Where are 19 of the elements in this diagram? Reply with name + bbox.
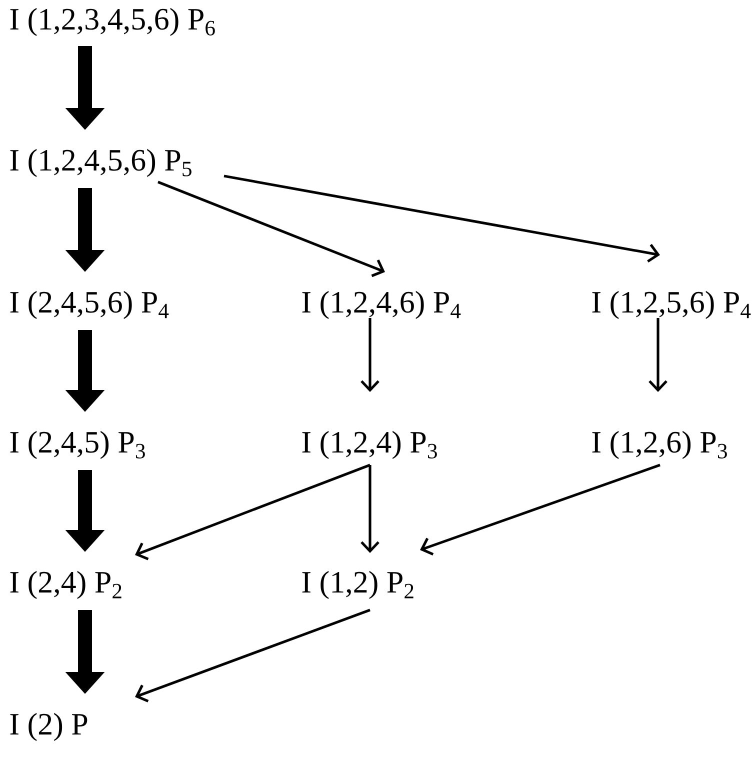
arrow	[360, 318, 380, 392]
node-label: I (2,4,5,6) P$_{4}$	[10, 290, 169, 320]
arrow	[420, 464, 660, 556]
arrow	[135, 608, 370, 702]
node-label: I (1,2,6) P$_{3}$	[592, 430, 727, 460]
arrow	[135, 464, 370, 560]
node-label: I (2) P	[10, 712, 88, 742]
node-label: I (2,4) P$_{2}$	[10, 570, 122, 600]
node-label: I (1,2,5,6) P$_{4}$	[592, 290, 751, 320]
arrow	[648, 318, 668, 392]
node-label: I (1,2,4,6) P$_{4}$	[302, 290, 461, 320]
arrow	[224, 174, 660, 262]
arrow	[158, 180, 385, 278]
node-label: I (1,2,4) P$_{3}$	[302, 430, 437, 460]
arrow	[360, 465, 380, 553]
node-label: I (1,2) P$_{2}$	[302, 570, 414, 600]
node-label: I (2,4,5) P$_{3}$	[10, 430, 145, 460]
node-label: I (1,2,4,5,6) P$_{5}$	[10, 148, 192, 178]
node-label: I (1,2,3,4,5,6) P$_{6}$	[10, 8, 215, 36]
